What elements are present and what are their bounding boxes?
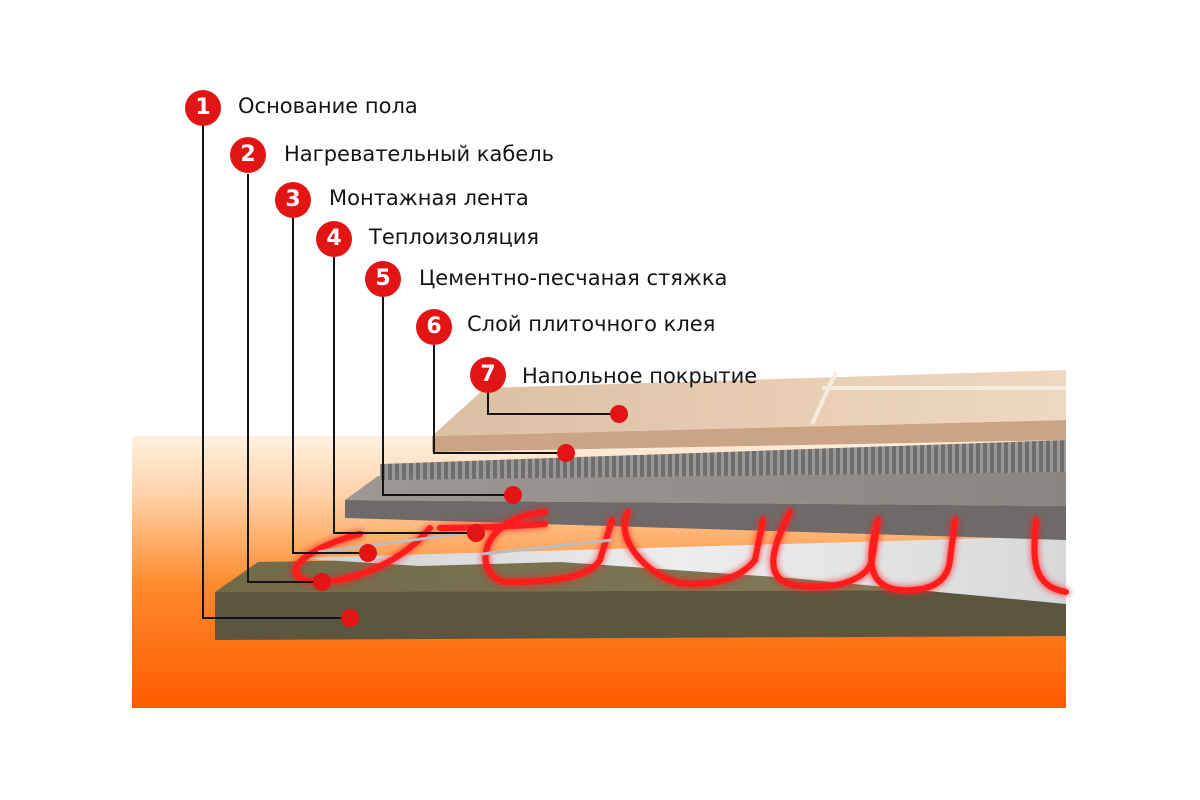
- label-insulation: Теплоизоляция: [369, 225, 540, 249]
- base-slab-front: [215, 590, 1066, 640]
- badge-7: 7: [470, 357, 506, 393]
- heating-cable: [292, 509, 1069, 595]
- badge-4: 4: [316, 221, 352, 257]
- leader-dots: [313, 405, 628, 627]
- badge-6: 6: [416, 309, 452, 345]
- badge-3: 3: [275, 182, 311, 218]
- adhesive-layer: [380, 440, 1066, 480]
- tile-front: [432, 420, 1066, 452]
- label-heating-cable: Нагревательный кабель: [284, 142, 554, 166]
- leader-lines: [202, 120, 619, 619]
- badge-5: 5: [365, 261, 401, 297]
- label-tile-adhesive: Слой плиточного клея: [467, 312, 716, 336]
- label-screed: Цементно-песчаная стяжка: [419, 266, 728, 290]
- label-mounting-tape: Монтажная лента: [329, 186, 529, 210]
- badge-1: 1: [185, 90, 221, 126]
- label-floor-covering: Напольное покрытие: [522, 364, 758, 388]
- badge-2: 2: [230, 137, 266, 173]
- screed-front: [345, 500, 1066, 540]
- mounting-tape: [317, 530, 613, 556]
- tile-seam-vertical: [810, 371, 838, 425]
- label-floor-base: Основание пола: [238, 94, 418, 118]
